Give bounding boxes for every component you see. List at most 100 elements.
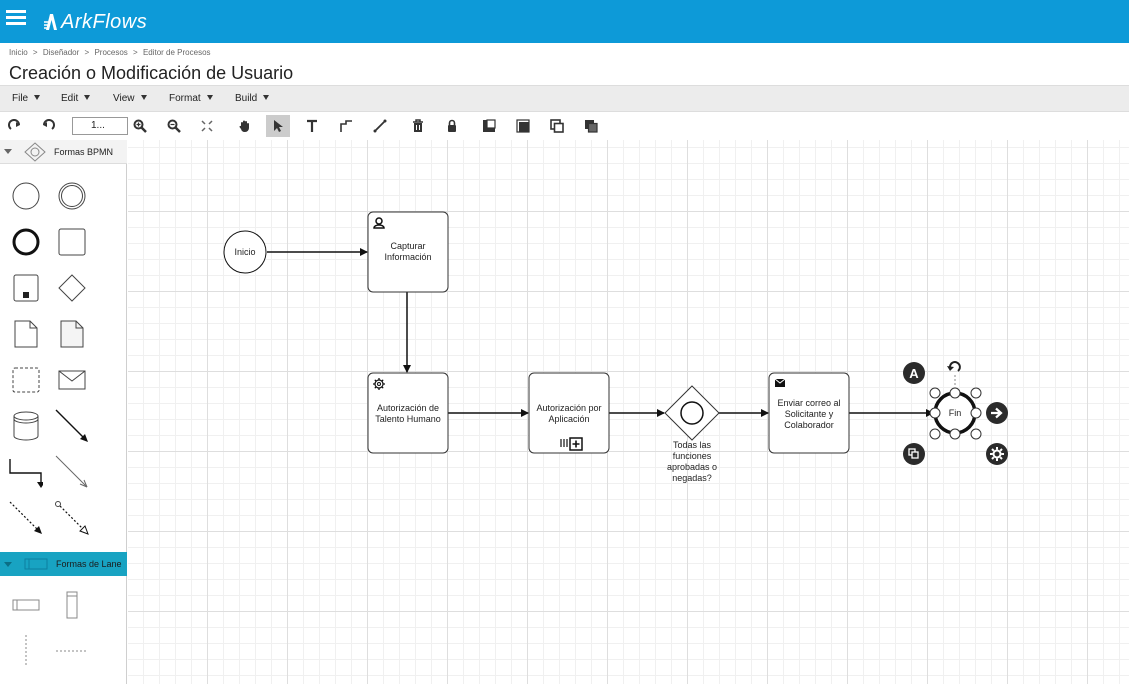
data-object-shape[interactable]	[9, 317, 43, 351]
duplicate-icon[interactable]	[547, 116, 567, 136]
undo-icon[interactable]	[38, 116, 58, 136]
fit-icon[interactable]	[197, 116, 217, 136]
menu-format-label: Format	[169, 93, 201, 104]
connect-next-arrow-icon[interactable]	[986, 402, 1008, 424]
gateway-label-line4: negadas?	[672, 473, 712, 483]
breadcrumb-inicio[interactable]: Inicio	[9, 48, 28, 57]
selection-handles[interactable]	[929, 387, 982, 440]
logo-text: ArkFlows	[61, 10, 148, 33]
palette-header-bpmn[interactable]: Formas BPMN	[0, 140, 127, 164]
vertical-pool-shape[interactable]	[55, 588, 89, 622]
caret-down-icon	[140, 95, 147, 100]
breadcrumb-separator: >	[84, 48, 90, 57]
breadcrumb-procesos[interactable]: Procesos	[94, 48, 128, 57]
pan-hand-icon[interactable]	[235, 116, 255, 136]
service-task-gear-icon	[373, 378, 385, 390]
zoom-out-icon[interactable]	[164, 116, 184, 136]
menu-edit[interactable]: Edit	[61, 93, 91, 104]
data-input-shape[interactable]	[55, 317, 89, 351]
task-capture-info[interactable]	[367, 211, 449, 293]
rotate-icon[interactable]	[947, 361, 961, 372]
end-event-label: Fin	[948, 408, 962, 418]
inclusive-gateway-circle-icon	[680, 401, 704, 425]
breadcrumb-separator: >	[133, 48, 138, 57]
straight-connector-icon[interactable]	[370, 116, 390, 136]
shape-palette: Formas BPMN Formas de Lane	[0, 140, 127, 684]
duplicate-element-icon[interactable]	[903, 443, 925, 465]
menu-file[interactable]: File	[12, 93, 41, 104]
start-event-shape[interactable]	[9, 179, 43, 213]
breadcrumb-separator: >	[32, 48, 38, 57]
menu-view[interactable]: View	[113, 93, 147, 104]
bpmn-shapes-icon	[24, 141, 46, 162]
diagram-canvas[interactable]	[128, 140, 1129, 684]
top-bar: ArkFlows	[0, 0, 1129, 43]
arkflows-logo-icon	[44, 14, 57, 30]
caret-down-icon	[84, 95, 91, 100]
collapse-caret-icon	[4, 561, 12, 567]
conditional-flow-shape[interactable]	[55, 501, 89, 535]
menu-format[interactable]: Format	[169, 93, 213, 104]
message-shape[interactable]	[55, 363, 89, 397]
diagram-svg: A	[223, 211, 1008, 465]
app-logo[interactable]: ArkFlows	[44, 9, 147, 35]
collapse-caret-icon	[4, 149, 12, 154]
group-icon[interactable]	[581, 116, 601, 136]
toolbar	[0, 112, 1129, 139]
horizontal-lane-divider-shape[interactable]	[55, 634, 89, 668]
gateway-label-line3: aprobadas o	[666, 462, 718, 472]
palette-header-lanes[interactable]: Formas de Lane	[0, 552, 127, 576]
start-event-label: Inicio	[234, 247, 256, 257]
add-annotation-a-icon[interactable]: A	[903, 362, 925, 384]
intermediate-event-shape[interactable]	[55, 179, 89, 213]
vertical-lane-divider-shape[interactable]	[9, 634, 43, 668]
sequence-flow-shape[interactable]	[55, 409, 89, 443]
breadcrumb-editor: Editor de Procesos	[142, 48, 211, 57]
to-front-icon[interactable]	[513, 116, 533, 136]
horizontal-pool-shape[interactable]	[9, 588, 43, 622]
elbow-flow-shape[interactable]	[9, 455, 43, 489]
association-shape[interactable]	[55, 455, 89, 489]
zoom-input[interactable]: 1...	[72, 117, 128, 135]
task-app-label-line2: Aplicación	[548, 414, 590, 424]
process-diagram: A Inicio Capturar Información Autorizaci…	[128, 140, 1129, 684]
task-shape[interactable]	[55, 225, 89, 259]
start-event[interactable]	[223, 230, 267, 274]
task-app-authorization[interactable]	[528, 372, 610, 454]
task-email-label-line2: Solicitante y	[784, 409, 834, 419]
task-send-email[interactable]	[768, 372, 850, 454]
lock-icon[interactable]	[442, 116, 462, 136]
zoom-in-icon[interactable]	[130, 116, 150, 136]
breadcrumb-disenador[interactable]: Diseñador	[42, 48, 80, 57]
caret-down-icon	[206, 95, 213, 100]
to-back-icon[interactable]	[479, 116, 499, 136]
task-hr-label-line1: Autorización de	[376, 403, 440, 413]
task-capture-label-line2: Información	[384, 252, 432, 262]
message-flow-shape[interactable]	[9, 501, 43, 535]
trash-icon[interactable]	[408, 116, 428, 136]
elbow-connector-icon[interactable]	[336, 116, 356, 136]
task-app-label-line1: Autorización por	[536, 403, 602, 413]
svg-text:A: A	[909, 366, 919, 381]
data-store-shape[interactable]	[9, 409, 43, 443]
task-hr-authorization[interactable]	[367, 372, 449, 454]
breadcrumb: Inicio > Diseñador > Procesos > Editor d…	[9, 48, 214, 57]
palette-title-lanes: Formas de Lane	[56, 559, 122, 569]
redo-icon[interactable]	[5, 116, 25, 136]
element-settings-gear-icon[interactable]	[986, 443, 1008, 465]
gateway-label-line2: funciones	[672, 451, 712, 461]
end-event-shape[interactable]	[9, 225, 43, 259]
pointer-icon[interactable]	[266, 115, 290, 137]
menu-build[interactable]: Build	[235, 93, 270, 104]
lane-shapes-icon	[24, 558, 48, 570]
subprocess-shape[interactable]	[9, 271, 43, 305]
group-shape[interactable]	[9, 363, 43, 397]
menu-view-label: View	[113, 93, 135, 104]
send-task-envelope-icon	[774, 378, 786, 387]
hamburger-menu-icon[interactable]	[6, 10, 26, 26]
gateway-shape[interactable]	[55, 271, 89, 305]
gateway-label-line1: Todas las	[672, 440, 712, 450]
palette-title-bpmn: Formas BPMN	[54, 146, 114, 157]
task-capture-label-line1: Capturar	[390, 241, 426, 251]
text-icon[interactable]	[302, 116, 322, 136]
